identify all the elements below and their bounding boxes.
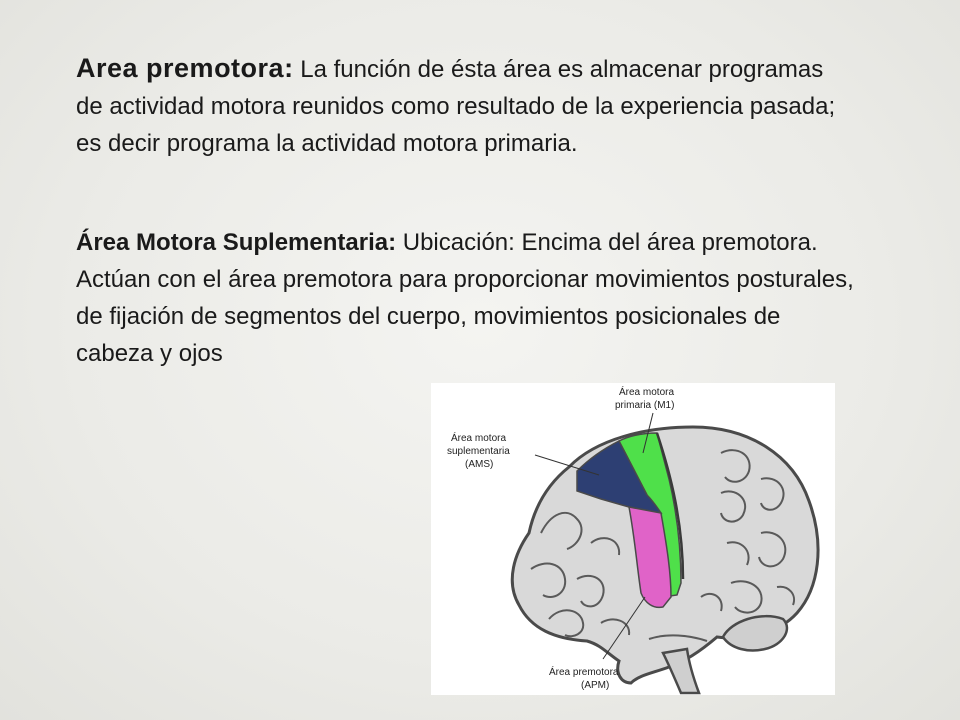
brain-illustration: Área motora primaria (M1) Área motora su…	[447, 385, 820, 695]
label-apm-line2: (APM)	[581, 680, 609, 691]
label-ams-line3: (AMS)	[465, 459, 493, 470]
label-ams-line1: Área motora	[451, 431, 506, 444]
brainstem-shape	[661, 647, 701, 695]
description-area-premotora: La función de ésta área es almacenar pro…	[76, 56, 836, 157]
label-m1-line2: primaria (M1)	[615, 400, 674, 411]
area-apm-pink	[628, 506, 672, 609]
cerebellum-shape	[721, 614, 789, 652]
brain-gyri	[530, 449, 795, 642]
central-sulcus	[655, 432, 685, 580]
label-line-apm	[602, 596, 646, 660]
term-area-motora-suplementaria: Área Motora Suplementaria:	[76, 229, 397, 256]
description-area-motora-suplementaria: Ubicación: Encima del área premotora. Ac…	[76, 229, 854, 367]
label-apm-line1: Área premotora	[549, 665, 619, 678]
brain-diagram: Área motora primaria (M1) Área motora su…	[431, 383, 835, 695]
label-line-m1	[642, 412, 654, 454]
paragraph-area-motora-suplementaria: Área Motora Suplementaria: Ubicación: En…	[76, 224, 856, 372]
label-ams-line2: suplementaria	[447, 446, 510, 457]
label-line-ams	[534, 454, 600, 476]
term-area-premotora: Area premotora:	[76, 53, 294, 83]
label-m1-line1: Área motora	[619, 385, 674, 398]
paragraph-area-premotora: Area premotora: La función de ésta área …	[76, 50, 856, 162]
